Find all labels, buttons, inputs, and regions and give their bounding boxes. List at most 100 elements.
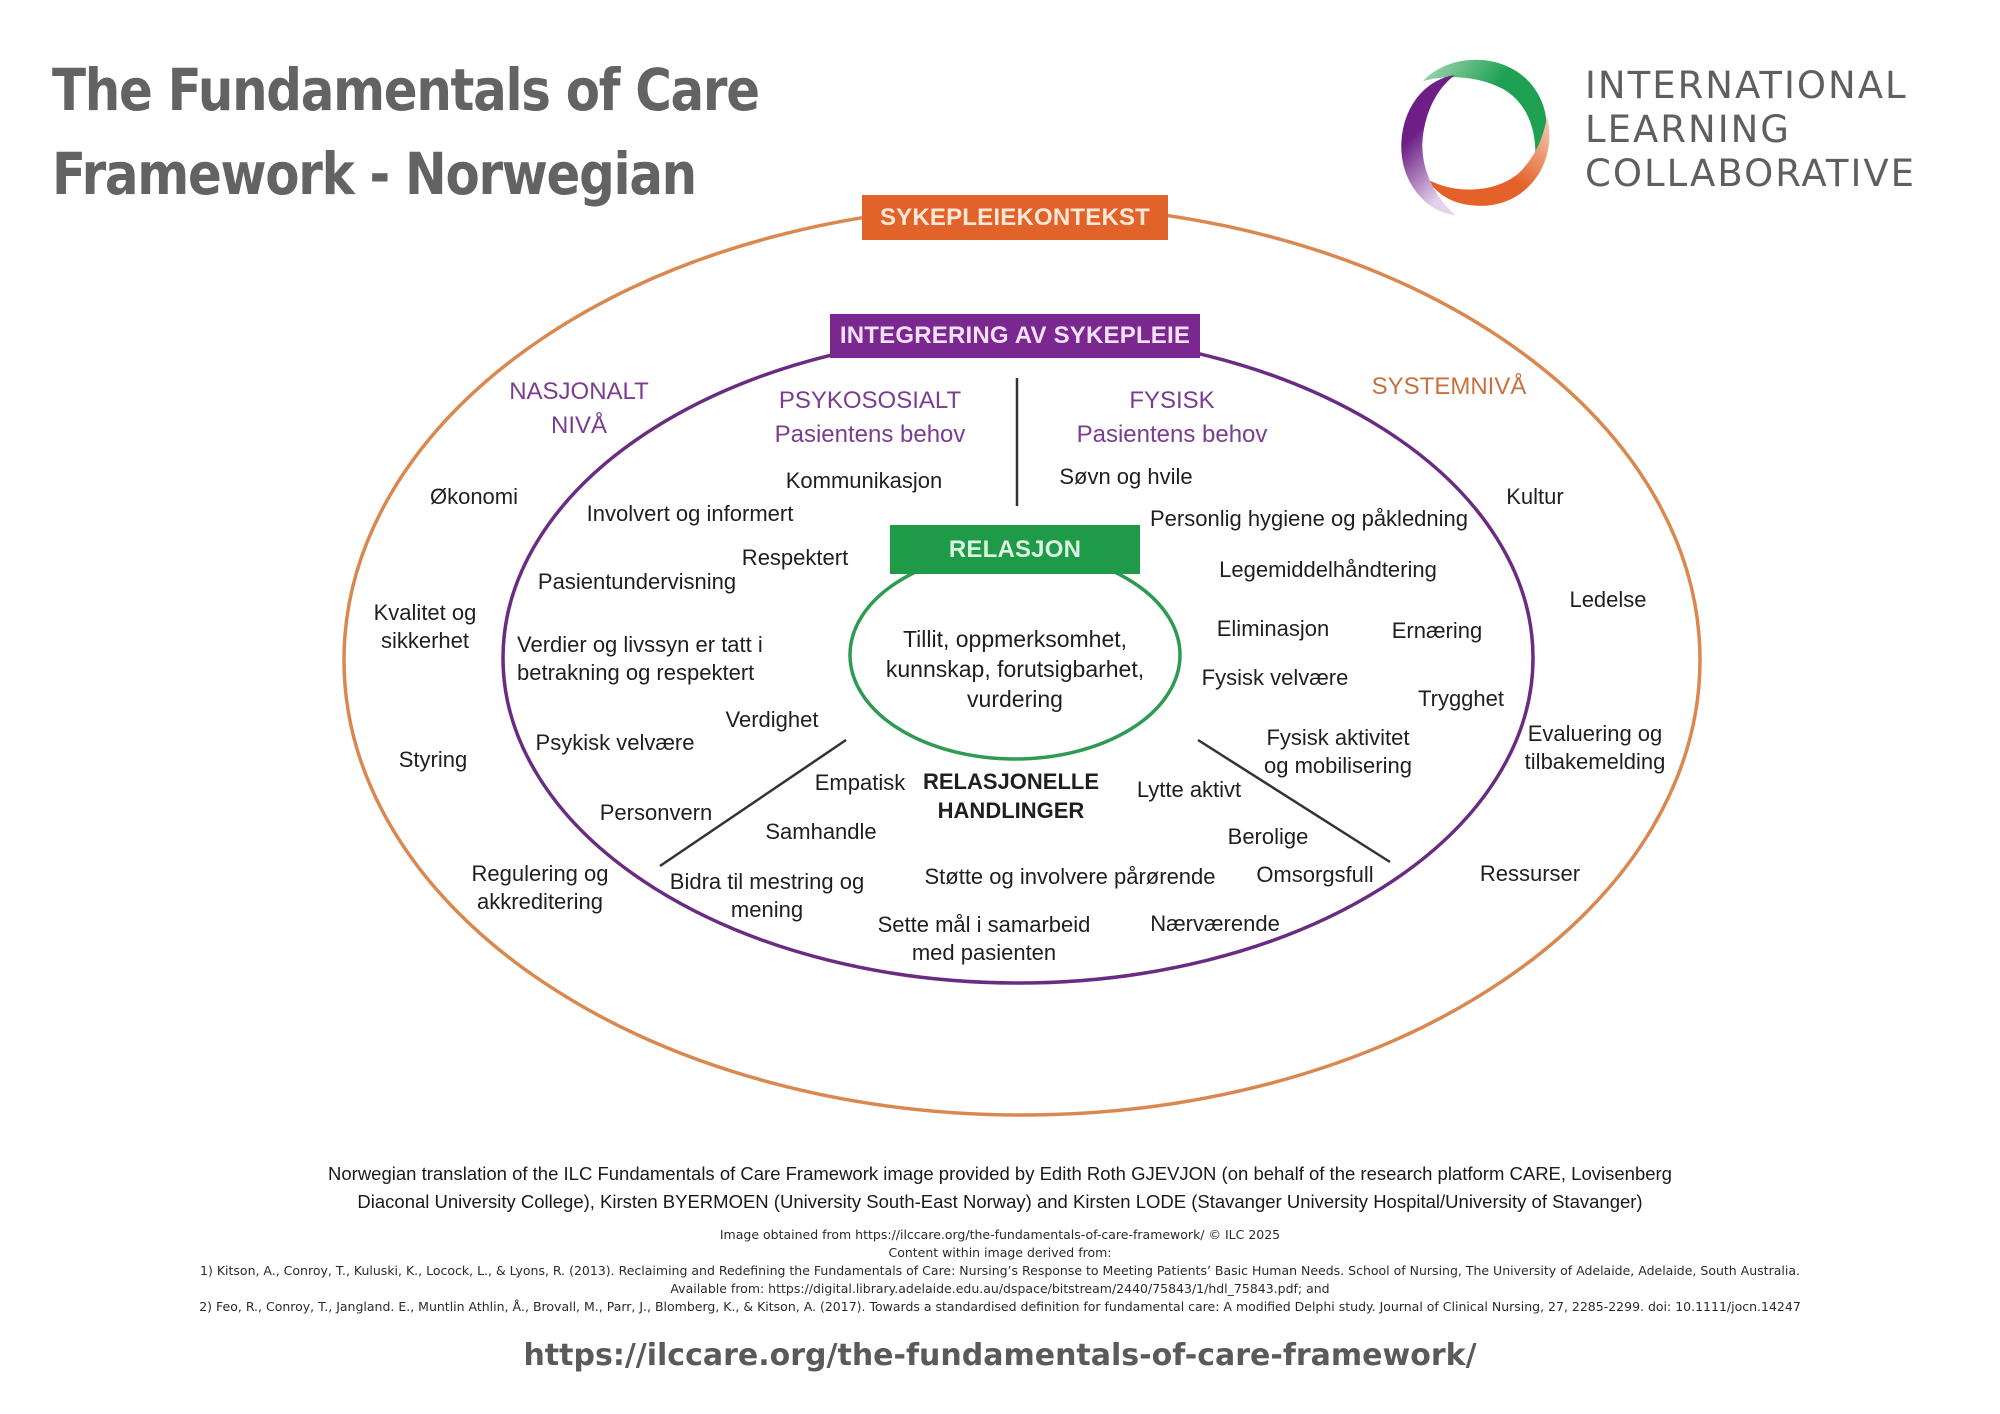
reference-line: 1) Kitson, A., Conroy, T., Kuluski, K., …	[200, 1263, 1800, 1278]
psychosocial-item: Kommunikasjon	[786, 467, 943, 495]
psychosocial-item: Respektert	[742, 544, 848, 572]
actions-divider-right	[1197, 738, 1391, 864]
label-line: Eliminasjon	[1216, 616, 1330, 641]
label-line: Verdighet	[725, 707, 819, 732]
logo-line-3: COLLABORATIVE	[1585, 152, 1917, 195]
national-level-heading: NASJONALT NIVÅ	[509, 375, 649, 443]
physical-item: Legemiddelhåndtering	[1219, 556, 1437, 584]
title-line-2: Framework - Norwegian	[52, 140, 697, 208]
label-line: Involvert og informert	[586, 501, 794, 526]
national-item: Styring	[399, 746, 467, 774]
label-line: Pasientundervisning	[537, 569, 737, 594]
logo-wordmark: INTERNATIONAL LEARNING COLLABORATIVE	[1585, 64, 1916, 196]
label-line: Støtte og involvere pårørende	[924, 864, 1216, 889]
label-line: vurdering	[967, 686, 1063, 712]
label-line: Lytte aktivt	[1136, 777, 1242, 802]
label-line: mening	[730, 897, 804, 922]
system-item: Kultur	[1506, 483, 1563, 511]
label-line: Trygghet	[1417, 686, 1505, 711]
physical-item: Fysisk aktivitet og mobilisering	[1264, 724, 1412, 780]
nursing-context-label: SYKEPLEIEKONTEKST	[879, 203, 1151, 231]
psychosocial-item: Involvert og informert	[587, 500, 794, 528]
label-line: RELASJONELLE	[922, 769, 1100, 794]
label-line: sikkerhet	[380, 628, 470, 653]
relation-core-text: Tillit, oppmerksomhet, kunnskap, forutsi…	[886, 624, 1144, 714]
label-line: Personvern	[599, 800, 713, 825]
physical-item: Fysisk velvære	[1202, 664, 1349, 692]
source-url-link[interactable]: https://ilccare.org/the-fundamentals-of-…	[523, 1338, 1477, 1373]
title-line-1: The Fundamentals of Care	[52, 56, 760, 124]
system-item: Ledelse	[1569, 586, 1646, 614]
label-line: NASJONALT	[509, 378, 649, 405]
label-line: Omsorgsfull	[1256, 862, 1374, 887]
label-line: Ledelse	[1569, 587, 1647, 612]
reference-line: Image obtained from https://ilccare.org/…	[719, 1227, 1281, 1242]
label-line: Økonomi	[429, 484, 519, 509]
logo-line-2: LEARNING	[1585, 108, 1791, 151]
ilc-ring-logo-icon	[1401, 59, 1550, 215]
reference-line: 2) Feo, R., Conroy, T., Jangland. E., Mu…	[199, 1299, 1801, 1314]
relational-action-item: Støtte og involvere pårørende	[924, 863, 1215, 891]
label-line: Kommunikasjon	[785, 468, 943, 493]
relational-action-item: Lytte aktivt	[1137, 776, 1241, 804]
relation-box	[890, 525, 1140, 574]
physical-heading: FYSISK Pasientens behov	[1077, 384, 1268, 452]
label-line: Psykisk velvære	[535, 730, 695, 755]
label-line: NIVÅ	[550, 412, 607, 439]
label-line: Berolige	[1227, 824, 1309, 849]
label-line: Verdier og livssyn er tatt i	[517, 632, 763, 657]
label-line: Fysisk aktivitet	[1266, 725, 1410, 750]
relation-label: RELASJON	[948, 535, 1082, 563]
reference-line: Content within image derived from:	[888, 1245, 1112, 1260]
relational-action-item: Samhandle	[765, 818, 876, 846]
label-line: med pasienten	[911, 940, 1057, 965]
label-line: betrakning og respektert	[517, 660, 755, 685]
label-line: Evaluering og	[1527, 721, 1663, 746]
psychosocial-item: Personvern	[600, 799, 713, 827]
relational-actions-heading: RELASJONELLE HANDLINGER	[923, 767, 1099, 825]
integration-box	[830, 314, 1200, 358]
label-line: Nærværende	[1150, 911, 1280, 936]
psychosocial-item: Verdier og livssyn er tatt i betrakning o…	[517, 631, 763, 687]
integration-label: INTEGRERING AV SYKEPLEIE	[839, 322, 1191, 349]
nursing-context-box	[862, 195, 1168, 240]
label-line: Kultur	[1506, 484, 1564, 509]
physical-item: Eliminasjon	[1217, 615, 1330, 643]
system-item: Ressurser	[1480, 860, 1580, 888]
label-line: tilbakemelding	[1524, 749, 1666, 774]
label-line: Søvn og hvile	[1059, 464, 1193, 489]
system-item: Evaluering og tilbakemelding	[1525, 720, 1666, 776]
label-line: Fysisk velvære	[1201, 665, 1349, 690]
reference-line: Available from: https://digital.library.…	[670, 1281, 1330, 1296]
label-line: Sette mål i samarbeid	[877, 912, 1091, 937]
relational-action-item: Empatisk	[815, 769, 905, 797]
physical-item: Ernæring	[1392, 617, 1482, 645]
label-line: HANDLINGER	[937, 798, 1085, 823]
relational-action-item: Sette mål i samarbeid med pasienten	[878, 911, 1091, 967]
label-line: og mobilisering	[1264, 753, 1412, 778]
label-line: Ernæring	[1391, 618, 1483, 643]
label-line: Regulering og	[471, 861, 609, 886]
logo-orange-arc	[1427, 117, 1550, 206]
label-line: Empatisk	[814, 770, 906, 795]
logo-green-arc	[1423, 59, 1547, 161]
logo-line-1: INTERNATIONAL	[1585, 64, 1908, 107]
psychosocial-item: Psykisk velvære	[536, 729, 695, 757]
credit-line-1: Norwegian translation of the ILC Fundame…	[328, 1163, 1672, 1184]
label-line: Ressurser	[1479, 861, 1581, 886]
translation-credit: Norwegian translation of the ILC Fundame…	[0, 1160, 2000, 1216]
references: Image obtained from https://ilccare.org/…	[0, 1226, 2000, 1316]
label-line: Pasientens behov	[1076, 421, 1268, 448]
physical-item: Trygghet	[1418, 685, 1504, 713]
label-line: PSYKOSOSIALT	[778, 387, 962, 414]
label-line: kunnskap, forutsigbarhet,	[885, 656, 1145, 682]
credit-line-2: Diaconal University College), Kirsten BY…	[357, 1191, 1643, 1212]
label-line: Personlig hygiene og påkledning	[1149, 506, 1469, 531]
relational-action-item: Nærværende	[1150, 910, 1280, 938]
physical-item: Personlig hygiene og påkledning	[1150, 505, 1468, 533]
psychosocial-item: Pasientundervisning	[538, 568, 736, 596]
label-line: Bidra til mestring og	[669, 869, 865, 894]
